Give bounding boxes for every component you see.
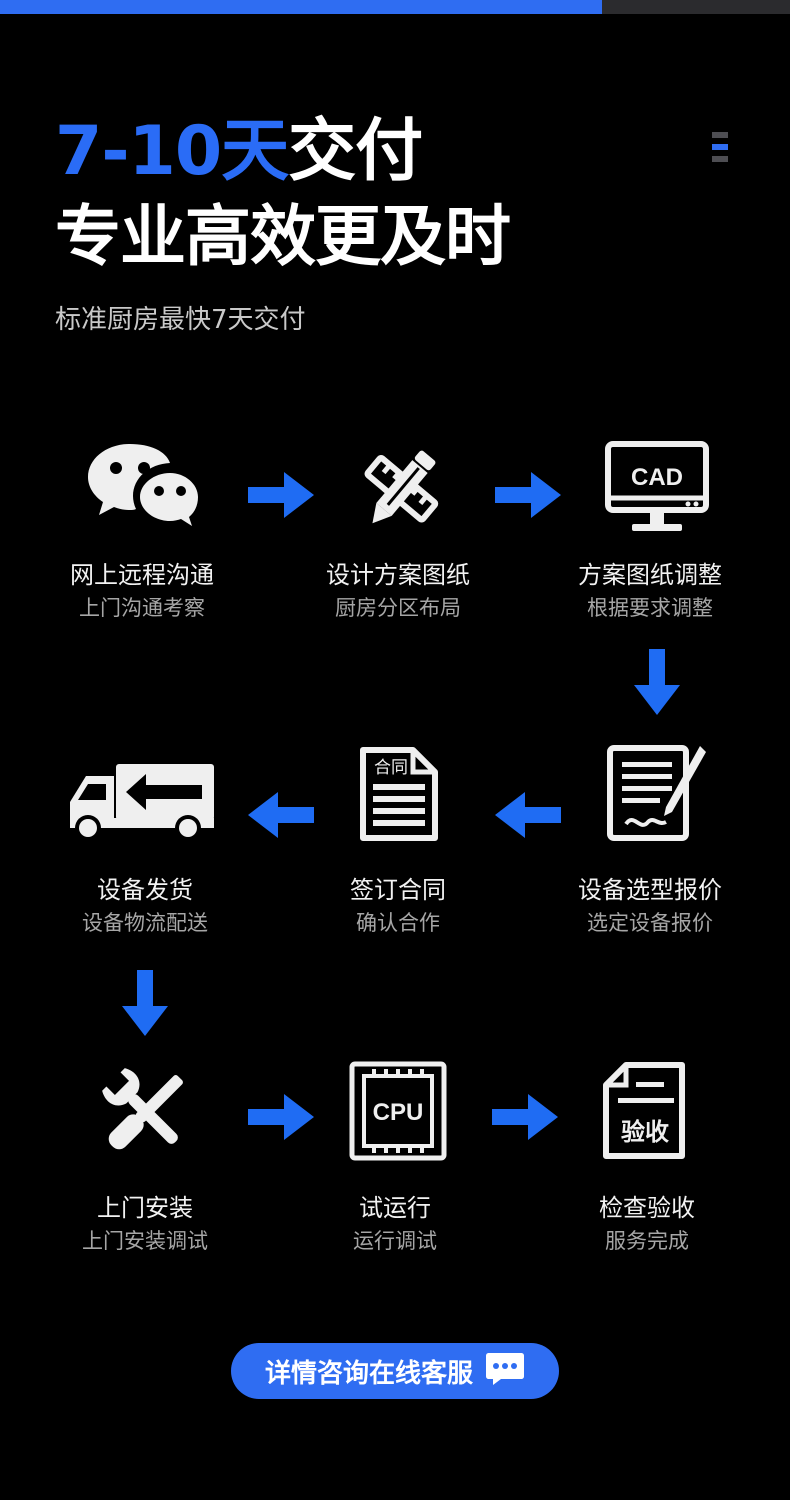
step-6: 设备发货 设备物流配送 <box>30 875 260 937</box>
online-service-button[interactable]: 详情咨询在线客服 <box>231 1343 559 1399</box>
arrow-down-icon <box>632 647 682 721</box>
step-2: 设计方案图纸 厨房分区布局 <box>283 560 513 622</box>
step-subtitle: 运行调试 <box>353 1229 437 1253</box>
arrow-down-icon <box>120 968 170 1042</box>
top-accent-bar <box>0 0 790 14</box>
step-title: 上门安装 <box>97 1194 193 1222</box>
arrow-left-icon <box>493 790 563 844</box>
step-subtitle: 确认合作 <box>356 911 440 935</box>
cpu-text: CPU <box>373 1099 424 1126</box>
step-title: 设计方案图纸 <box>326 561 470 589</box>
cad-text: CAD <box>631 464 683 491</box>
top-accent-bar-blue <box>0 0 602 14</box>
chat-bubble-icon <box>485 1351 525 1391</box>
step-subtitle: 上门沟通考察 <box>79 596 205 620</box>
step-title: 设备发货 <box>97 876 193 904</box>
cpu-chip-icon: CPU <box>348 1060 448 1162</box>
sign-document-icon <box>606 742 708 844</box>
step-3: 方案图纸调整 根据要求调整 <box>535 560 765 622</box>
step-subtitle: 设备物流配送 <box>82 911 208 935</box>
contract-document-icon: 合同 <box>357 744 441 844</box>
arrow-right-icon <box>490 1092 560 1146</box>
acceptance-text: 验收 <box>621 1118 669 1146</box>
delivery-truck-icon <box>64 762 216 842</box>
step-9: 检查验收 服务完成 <box>532 1193 762 1255</box>
title-highlight: 7-10天 <box>55 112 289 191</box>
step-subtitle: 上门安装调试 <box>82 1229 208 1253</box>
ruler-pencil-icon <box>350 440 454 536</box>
step-1: 网上远程沟通 上门沟通考察 <box>27 560 257 622</box>
step-7: 上门安装 上门安装调试 <box>30 1193 260 1255</box>
title-rest: 交付 <box>288 112 423 191</box>
tools-icon <box>94 1062 198 1162</box>
wechat-icon <box>86 440 202 536</box>
step-subtitle: 厨房分区布局 <box>335 596 461 620</box>
arrow-right-icon <box>246 470 316 524</box>
page-title-line2: 专业高效更及时 <box>55 198 511 275</box>
acceptance-document-icon: 验收 <box>600 1060 690 1162</box>
menu-lines-icon <box>712 132 728 168</box>
step-subtitle: 根据要求调整 <box>587 596 713 620</box>
online-service-label: 详情咨询在线客服 <box>264 1358 473 1389</box>
step-5: 签订合同 确认合作 <box>283 875 513 937</box>
arrow-right-icon <box>493 470 563 524</box>
contract-text: 合同 <box>374 758 408 778</box>
arrow-left-icon <box>246 790 316 844</box>
step-4: 设备选型报价 选定设备报价 <box>535 875 765 937</box>
step-title: 方案图纸调整 <box>578 561 722 589</box>
arrow-right-icon <box>246 1092 316 1146</box>
step-subtitle: 服务完成 <box>605 1229 689 1253</box>
step-title: 设备选型报价 <box>578 876 722 904</box>
step-title: 网上远程沟通 <box>70 561 214 589</box>
page-title: 7-10天交付 <box>55 112 423 192</box>
page-subtitle: 标准厨房最快7天交付 <box>55 305 306 335</box>
step-8: 试运行 运行调试 <box>280 1193 510 1255</box>
step-title: 签订合同 <box>350 876 446 904</box>
step-title: 检查验收 <box>599 1194 695 1222</box>
top-accent-bar-gray <box>602 0 790 14</box>
cad-monitor-icon: CAD <box>604 440 710 536</box>
step-title: 试运行 <box>359 1194 431 1222</box>
step-subtitle: 选定设备报价 <box>587 911 713 935</box>
